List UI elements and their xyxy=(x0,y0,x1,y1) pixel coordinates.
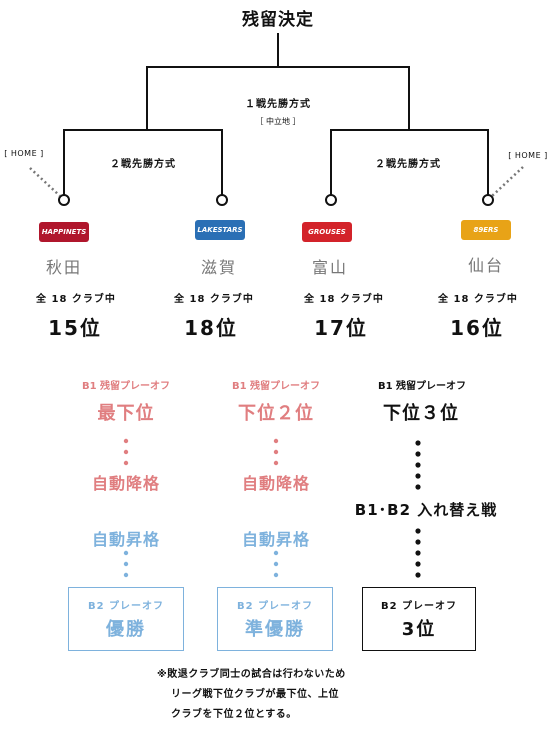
title: 残留決定 xyxy=(242,10,314,30)
count-toyama: 全 18 クラブ中 xyxy=(304,294,384,305)
right-semi-method: ２戦先勝方式 xyxy=(375,159,441,170)
node-shiga xyxy=(216,194,228,206)
col2-playoff: B1 残留プレーオフ xyxy=(231,381,321,392)
col2-promotion: 自動昇格 xyxy=(241,530,311,549)
home-pointer-right xyxy=(491,166,524,197)
sendai-logo: 89ERS xyxy=(461,220,511,240)
left-semi-method: ２戦先勝方式 xyxy=(110,159,176,170)
col2-position: 下位２位 xyxy=(238,403,314,424)
count-shiga: 全 18 クラブ中 xyxy=(174,294,254,305)
home-label-right: [ HOME ] xyxy=(508,151,548,160)
final-method: １戦先勝方式 xyxy=(245,99,311,110)
rank-akita: 15位 xyxy=(48,316,102,340)
node-toyama xyxy=(325,194,337,206)
akita-logo: HAPPINETS xyxy=(39,222,89,242)
col2-box-label: B2 プレーオフ xyxy=(236,601,314,612)
rank-shiga: 18位 xyxy=(184,316,238,340)
count-akita: 全 18 クラブ中 xyxy=(36,294,116,305)
city-sendai: 仙台 xyxy=(467,256,505,275)
city-toyama: 富山 xyxy=(311,258,349,277)
footnote-line-1: ※敗退クラブ同士の試合は行わないため xyxy=(157,669,346,680)
home-label-left: [ HOME ] xyxy=(4,149,44,158)
footnote-line-2: リーグ戦下位クラブが最下位、上位 xyxy=(171,689,339,700)
col1-b2-box: B2 プレーオフ 優勝 xyxy=(68,587,184,651)
col1-promotion: 自動昇格 xyxy=(91,530,161,549)
node-sendai xyxy=(482,194,494,206)
col1-relegation: 自動降格 xyxy=(91,474,161,493)
col1-playoff: B1 残留プレーオフ xyxy=(81,381,171,392)
col3-swap-match: B1･B2 入れ替え戦 xyxy=(354,501,498,519)
home-pointer-left xyxy=(29,167,61,197)
col2-b2-box: B2 プレーオフ 準優勝 xyxy=(217,587,333,651)
col3-box-label: B2 プレーオフ xyxy=(380,601,458,612)
city-akita: 秋田 xyxy=(45,258,83,277)
rank-toyama: 17位 xyxy=(314,316,368,340)
final-venue: ［ 中立地 ］ xyxy=(255,117,301,126)
col3-b2-box: B2 プレーオフ 3位 xyxy=(362,587,476,651)
footnote: ※敗退クラブ同士の試合は行わないため リーグ戦下位クラブが最下位、上位 クラブを… xyxy=(157,665,346,725)
col1-box-result: 優勝 xyxy=(106,619,146,640)
col2-relegation: 自動降格 xyxy=(241,474,311,493)
col1-box-label: B2 プレーオフ xyxy=(87,601,165,612)
toyama-logo: GROUSES xyxy=(302,222,352,242)
col3-box-result: 3位 xyxy=(401,619,437,640)
col3-playoff: B1 残留プレーオフ xyxy=(377,381,467,392)
footnote-line-3: クラブを下位２位とする。 xyxy=(171,709,297,720)
col2-box-result: 準優勝 xyxy=(245,619,305,640)
col3-position: 下位３位 xyxy=(383,403,459,424)
col1-position: 最下位 xyxy=(97,403,155,424)
node-akita xyxy=(58,194,70,206)
rank-sendai: 16位 xyxy=(450,316,504,340)
count-sendai: 全 18 クラブ中 xyxy=(438,294,518,305)
shiga-logo: LAKESTARS xyxy=(195,220,245,240)
city-shiga: 滋賀 xyxy=(200,258,238,277)
